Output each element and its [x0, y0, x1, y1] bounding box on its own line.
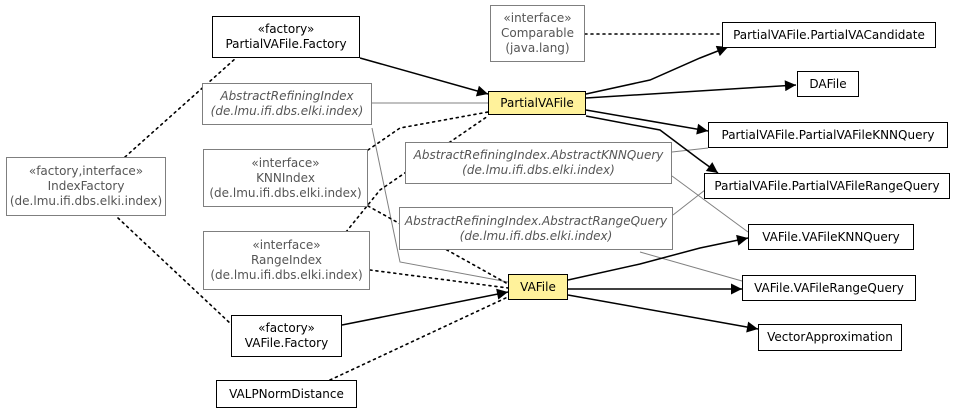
stereotype-label: «factory»	[257, 22, 315, 36]
node-abstractrangequery[interactable]: AbstractRefiningIndex.AbstractRangeQuery…	[399, 207, 673, 250]
class-name: KNNIndex	[256, 170, 315, 185]
edge-abstrangequery-vafilerangequery	[639, 251, 743, 282]
node-partialvafile-factory[interactable]: «factory» PartialVAFile.Factory	[212, 16, 360, 58]
edge-partialvafile-candidate	[585, 45, 729, 95]
class-name: Comparable	[500, 26, 574, 40]
node-indexfactory[interactable]: «factory,interface» IndexFactory (de.lmu…	[6, 157, 166, 216]
node-valpnormdistance[interactable]: VALPNormDistance	[216, 380, 357, 408]
package-label: (de.lmu.ifi.dbs.elki.index)	[9, 194, 163, 208]
class-name: VectorApproximation	[767, 330, 893, 344]
edge-valp-vafile	[329, 295, 511, 381]
edge-indexfactory-partialfactory	[124, 57, 237, 158]
class-name: RangeIndex	[250, 253, 323, 267]
class-name: AbstractRefiningIndex.AbstractRangeQuery	[404, 213, 668, 228]
node-partialvafileknnquery[interactable]: PartialVAFile.PartialVAFileKNNQuery	[708, 122, 948, 148]
node-knnindex[interactable]: «interface» KNNIndex (de.lmu.ifi.dbs.elk…	[203, 149, 368, 207]
package-label: (de.lmu.ifi.dbs.elki.index)	[459, 228, 613, 243]
node-dafile[interactable]: DAFile	[797, 71, 859, 97]
edge-vafilefactory-vafile	[341, 288, 509, 326]
dotted-links	[117, 33, 723, 381]
edge-partialfactory-partialvafile	[359, 57, 489, 97]
package-label: (de.lmu.ifi.dbs.elki.index)	[462, 163, 615, 177]
node-vafilerangequery[interactable]: VAFile.VAFileRangeQuery	[742, 275, 916, 301]
edge-indexfactory-vafilefactory	[117, 217, 249, 341]
class-name: PartialVAFile	[500, 95, 574, 110]
class-name: PartialVAFile.Factory	[225, 37, 347, 51]
class-name: VAFile.VAFileRangeQuery	[754, 280, 904, 295]
class-name: PartialVAFile.PartialVAFileRangeQuery	[714, 178, 940, 193]
stereotype-label: «factory»	[258, 321, 315, 335]
edge-partialvafile-dafile	[585, 80, 797, 99]
gray-links	[371, 102, 749, 283]
node-vafile-factory[interactable]: «factory» VAFile.Factory	[231, 315, 342, 357]
stereotype-label: «factory,interface»	[28, 164, 144, 178]
edge-abstknnquery-partialknnquery	[671, 147, 709, 153]
edge-abstrangequery-partialrangequery	[672, 189, 706, 216]
edge-abstknnquery-vafileknnquery	[671, 175, 749, 233]
node-abstractknnquery[interactable]: AbstractRefiningIndex.AbstractKNNQuery (…	[405, 142, 672, 184]
class-name: AbstractRefiningIndex.AbstractKNNQuery	[413, 148, 664, 162]
edge-partialvafile-knnquery	[585, 109, 709, 135]
node-comparable[interactable]: «interface» Comparable (java.lang)	[490, 5, 585, 62]
class-name: PartialVAFile.PartialVACandidate	[733, 27, 925, 42]
node-abstractrefiningindex[interactable]: AbstractRefiningIndex (de.lmu.ifi.dbs.el…	[202, 83, 372, 125]
stereotype-label: «interface»	[252, 238, 321, 252]
class-name: PartialVAFile.PartialVAFileKNNQuery	[721, 127, 935, 142]
edge-vafile-vectorapprox	[567, 294, 759, 333]
edge-knnindex-partialvafile	[367, 111, 489, 151]
edge-partialvafile-rangequery	[585, 115, 719, 174]
edge-vafile-vafileknnquery	[567, 234, 749, 281]
edge-rangeindex-partialvafile	[345, 115, 489, 233]
package-label: (java.lang)	[505, 41, 570, 55]
package-label: (de.lmu.ifi.dbs.elki.index)	[209, 185, 362, 200]
class-name: VAFile.VAFileKNNQuery	[762, 229, 900, 244]
stereotype-label: «interface»	[503, 11, 572, 25]
class-name: DAFile	[809, 76, 847, 91]
node-rangeindex[interactable]: «interface» RangeIndex (de.lmu.ifi.dbs.e…	[203, 231, 370, 290]
node-vafileknnquery[interactable]: VAFile.VAFileKNNQuery	[748, 224, 914, 250]
class-name: AbstractRefiningIndex	[220, 89, 354, 103]
solid-arrows	[341, 45, 797, 333]
node-partialvacandidate[interactable]: PartialVAFile.PartialVACandidate	[722, 22, 936, 48]
class-name: VAFile.Factory	[244, 336, 329, 350]
package-label: (de.lmu.ifi.dbs.elki.index)	[210, 104, 364, 118]
class-name: VAFile	[520, 279, 556, 294]
class-name: IndexFactory	[47, 179, 125, 193]
edge-abstractrefining-vafile	[371, 127, 509, 283]
node-partialvafilerangequery[interactable]: PartialVAFile.PartialVAFileRangeQuery	[704, 173, 950, 199]
package-label: (de.lmu.ifi.dbs.elki.index)	[210, 268, 363, 282]
node-vectorapproximation[interactable]: VectorApproximation	[758, 324, 902, 351]
node-vafile[interactable]: VAFile	[508, 274, 568, 300]
class-name: VALPNormDistance	[229, 386, 344, 401]
node-partialvafile[interactable]: PartialVAFile	[488, 91, 586, 115]
edge-rangeindex-vafile	[369, 269, 509, 289]
stereotype-label: «interface»	[251, 155, 320, 170]
